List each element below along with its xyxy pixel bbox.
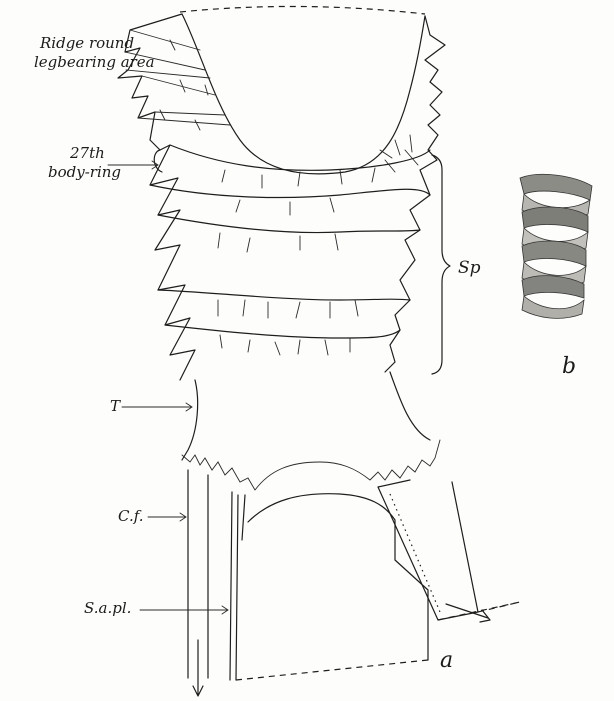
right-appendage-dashed-end bbox=[438, 602, 520, 620]
label-27th: 27th bbox=[70, 146, 105, 161]
sp-bracket bbox=[432, 155, 450, 374]
label-a: a bbox=[440, 650, 453, 672]
body-ring-3 bbox=[158, 215, 420, 233]
right-appendage-arrow bbox=[446, 604, 490, 622]
sapl-pointer bbox=[140, 606, 228, 614]
right-appendage bbox=[378, 480, 478, 620]
telson-outline bbox=[182, 372, 430, 460]
label-t: T bbox=[110, 399, 120, 414]
body-ring-5 bbox=[165, 325, 400, 338]
top-dashed-edge bbox=[180, 6, 425, 14]
lower-body-outline bbox=[248, 494, 428, 660]
right-appendage-dotted bbox=[390, 494, 440, 612]
sapl-bar bbox=[230, 492, 245, 680]
label-sp: Sp bbox=[458, 260, 481, 277]
bottom-arrow bbox=[193, 640, 203, 696]
legbearing-area-outline bbox=[182, 14, 425, 174]
label-cf: C.f. bbox=[118, 509, 144, 524]
label-b: b bbox=[562, 356, 576, 378]
coil-inset bbox=[520, 174, 592, 318]
body-ring-4 bbox=[158, 290, 410, 300]
body-ring-2 bbox=[150, 185, 430, 198]
label-sapl: S.a.pl. bbox=[84, 601, 131, 616]
right-ring-bristles bbox=[380, 135, 418, 172]
cf-pointer bbox=[148, 513, 186, 521]
bottom-dashed-edge bbox=[236, 660, 428, 680]
t-pointer bbox=[122, 403, 192, 411]
left-ring-bristles bbox=[160, 40, 208, 130]
label-ridge: Ridge round bbox=[40, 36, 134, 51]
label-ridge-line2: legbearing area bbox=[34, 55, 155, 70]
label-body-ring: body-ring bbox=[48, 165, 121, 180]
